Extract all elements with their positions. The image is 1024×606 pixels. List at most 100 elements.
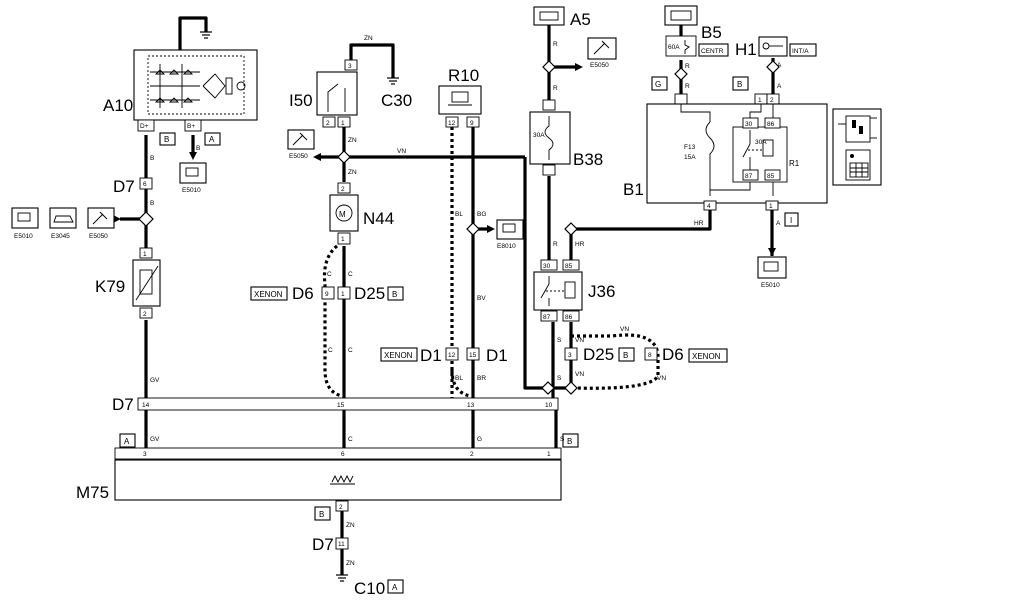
svg-text:30: 30 (543, 263, 551, 270)
svg-text:BL: BL (455, 211, 463, 218)
svg-text:R: R (553, 85, 558, 92)
label-c30: C30 (381, 91, 412, 110)
svg-text:ZN: ZN (348, 137, 357, 144)
tag-b-b1: B (737, 80, 742, 89)
svg-text:G: G (477, 436, 482, 443)
svg-text:B: B (150, 155, 154, 162)
tag-a-c10: A (392, 583, 398, 592)
svg-text:R: R (685, 83, 690, 90)
tag-a-a10: A (209, 135, 215, 144)
svg-text:VN: VN (620, 326, 629, 333)
svg-text:VN: VN (575, 337, 584, 344)
location-thumbnail (832, 108, 882, 186)
svg-text:BL: BL (455, 375, 463, 382)
motor-n44: M (329, 194, 359, 232)
svg-text:15: 15 (469, 352, 477, 359)
svg-text:R: R (553, 241, 558, 248)
svg-text:85: 85 (565, 263, 573, 270)
svg-text:GV: GV (150, 377, 160, 384)
label-b5: B5 (701, 23, 722, 42)
label-k79: K79 (95, 277, 125, 296)
svg-text:S: S (557, 375, 562, 382)
svg-text:A: A (776, 220, 781, 227)
svg-text:M: M (339, 210, 346, 219)
svg-text:C: C (348, 347, 353, 354)
label-a10: A10 (103, 96, 133, 115)
svg-text:ZN: ZN (346, 560, 355, 567)
svg-text:6: 6 (341, 451, 345, 458)
svg-text:R: R (553, 41, 558, 48)
tag-b-a10: B (164, 135, 169, 144)
svg-text:30: 30 (745, 121, 753, 128)
component-k79 (132, 259, 161, 307)
svg-text:14: 14 (142, 402, 150, 409)
svg-text:1: 1 (143, 251, 147, 258)
svg-text:E3045: E3045 (51, 233, 70, 240)
ref-e5050-i50-icon: E5050 (287, 129, 315, 160)
tag-b-m75: B (567, 437, 572, 446)
tag-centr: CENTR (701, 48, 724, 55)
svg-text:9: 9 (325, 291, 329, 298)
tag-xenon-d6: XENON (254, 290, 283, 299)
svg-text:S: S (560, 436, 565, 443)
svg-text:4: 4 (707, 203, 711, 210)
battery-a5-icon (533, 6, 565, 26)
svg-text:87: 87 (745, 173, 753, 180)
label-d1-left: D1 (420, 346, 442, 365)
svg-text:GV: GV (150, 436, 160, 443)
svg-text:1: 1 (769, 203, 773, 210)
svg-text:B: B (196, 145, 200, 152)
svg-text:C: C (348, 436, 353, 443)
svg-text:VN: VN (657, 375, 666, 382)
ref-e8010-icon: E8010 (496, 219, 524, 250)
svg-text:3: 3 (143, 451, 147, 458)
svg-text:30A: 30A (533, 132, 545, 139)
label-h1: H1 (735, 40, 757, 59)
svg-text:87: 87 (543, 314, 551, 321)
svg-text:BG: BG (477, 211, 486, 218)
svg-text:2: 2 (770, 97, 774, 104)
svg-text:1: 1 (341, 291, 345, 298)
ignition-key-h1-icon (758, 36, 788, 57)
label-c10: C10 (354, 579, 385, 598)
svg-text:E5050: E5050 (89, 233, 108, 240)
ref-e5050-icon: E5050 (87, 207, 115, 240)
connector-bar-d7: 14 15 13 10 (137, 397, 559, 411)
svg-text:2: 2 (143, 311, 147, 318)
label-d6-right: D6 (662, 345, 684, 364)
label-b38: B38 (573, 150, 603, 169)
svg-text:BR: BR (477, 375, 486, 382)
svg-text:1: 1 (341, 236, 345, 243)
label-r1: R1 (789, 159, 800, 168)
label-m75: M75 (76, 483, 109, 502)
alternator-a10: D+ B+ A10 (103, 49, 258, 132)
svg-text:E8010: E8010 (497, 243, 516, 250)
svg-text:E5010: E5010 (14, 233, 33, 240)
ref-e5010-icon: E5010 (179, 162, 207, 194)
svg-text:C: C (327, 271, 332, 278)
label-d25-left: D25 (354, 284, 385, 303)
svg-text:30A: 30A (755, 139, 767, 146)
heater-m75 (114, 459, 562, 501)
switch-i50 (316, 71, 358, 116)
ref-e5010-left-icon: E5010 (11, 207, 39, 240)
label-i50: I50 (289, 91, 313, 110)
label-d7-bottom: D7 (312, 535, 334, 554)
svg-text:C: C (328, 347, 333, 354)
svg-text:13: 13 (467, 402, 475, 409)
svg-text:3: 3 (348, 63, 352, 70)
svg-text:11: 11 (338, 541, 345, 548)
svg-text:HR: HR (575, 241, 585, 248)
svg-text:1: 1 (341, 120, 345, 127)
tag-b-d25-right: B (623, 351, 628, 360)
label-j36: J36 (588, 282, 615, 301)
ref-e5010-b1-icon: E5010 (757, 256, 787, 289)
svg-text:2: 2 (470, 451, 474, 458)
tag-xenon-d6-right: XENON (692, 352, 721, 361)
svg-text:B+: B+ (187, 123, 195, 130)
tag-a-m75: A (124, 437, 130, 446)
svg-text:2: 2 (341, 186, 345, 193)
label-d7-bar: D7 (112, 395, 134, 414)
tag-b-c10: B (319, 510, 324, 519)
svg-text:VN: VN (397, 148, 406, 155)
